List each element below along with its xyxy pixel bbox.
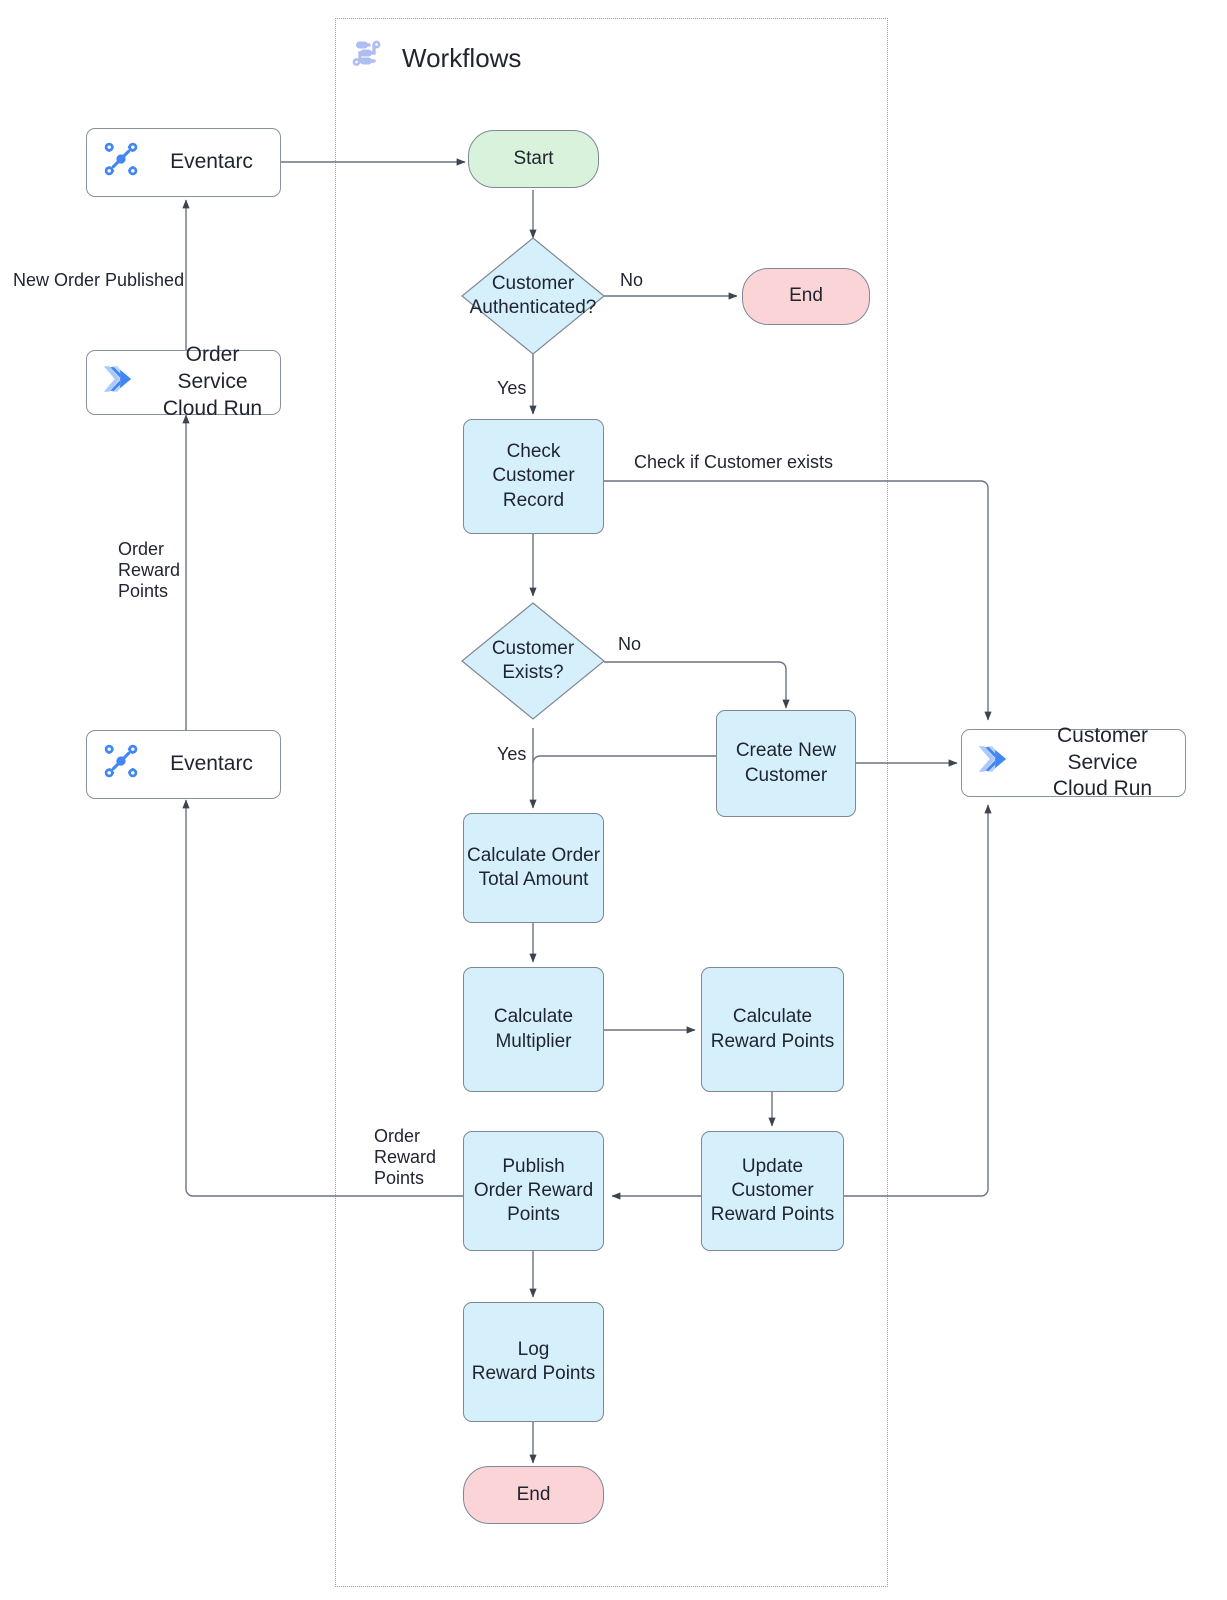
edge-check-to-customerservice xyxy=(604,480,992,721)
edge-label-order-reward-points-left: Order Reward Points xyxy=(118,539,181,602)
workflows-icon xyxy=(348,35,388,82)
node-start-label: Start xyxy=(513,147,554,169)
eventarc-icon xyxy=(101,741,141,789)
node-eventarc-top-label: Eventarc xyxy=(170,150,253,174)
workflows-boundary-title: Workflows xyxy=(348,35,521,82)
edge-publish-to-eventarc-bottom xyxy=(182,799,463,1197)
node-eventarc-bottom[interactable]: Eventarc xyxy=(86,730,281,799)
edge-update-to-customerservice xyxy=(844,804,992,1197)
workflows-boundary xyxy=(335,18,888,1587)
workflows-title-label: Workflows xyxy=(402,43,522,73)
node-eventarc-bottom-label: Eventarc xyxy=(170,752,253,776)
edge-label-order-reward-points-publish: Order Reward Points xyxy=(374,1126,437,1189)
node-end-bottom[interactable]: End xyxy=(463,1466,604,1524)
edge-exists-no-to-create xyxy=(604,661,790,709)
edge-label-check-if-customer-exists: Check if Customer exists xyxy=(634,452,834,472)
edge-label-yes-authenticated: Yes xyxy=(497,378,527,398)
node-end-top-label: End xyxy=(789,285,823,307)
node-end-top[interactable]: End xyxy=(742,268,870,325)
node-start[interactable]: Start xyxy=(468,130,599,188)
edge-yes-branch-to-create xyxy=(532,755,716,764)
edge-label-new-order-published: New Order Published xyxy=(13,270,185,290)
edge-label-no-exists: No xyxy=(618,634,642,654)
eventarc-icon xyxy=(101,139,141,187)
cloud-run-icon xyxy=(976,742,1018,784)
node-end-bottom-label: End xyxy=(516,1483,551,1505)
edge-label-yes-exists: Yes xyxy=(497,744,527,764)
cloud-run-icon xyxy=(101,362,143,404)
edge-label-no-authenticated: No xyxy=(620,270,644,290)
node-eventarc-top[interactable]: Eventarc xyxy=(86,128,281,197)
